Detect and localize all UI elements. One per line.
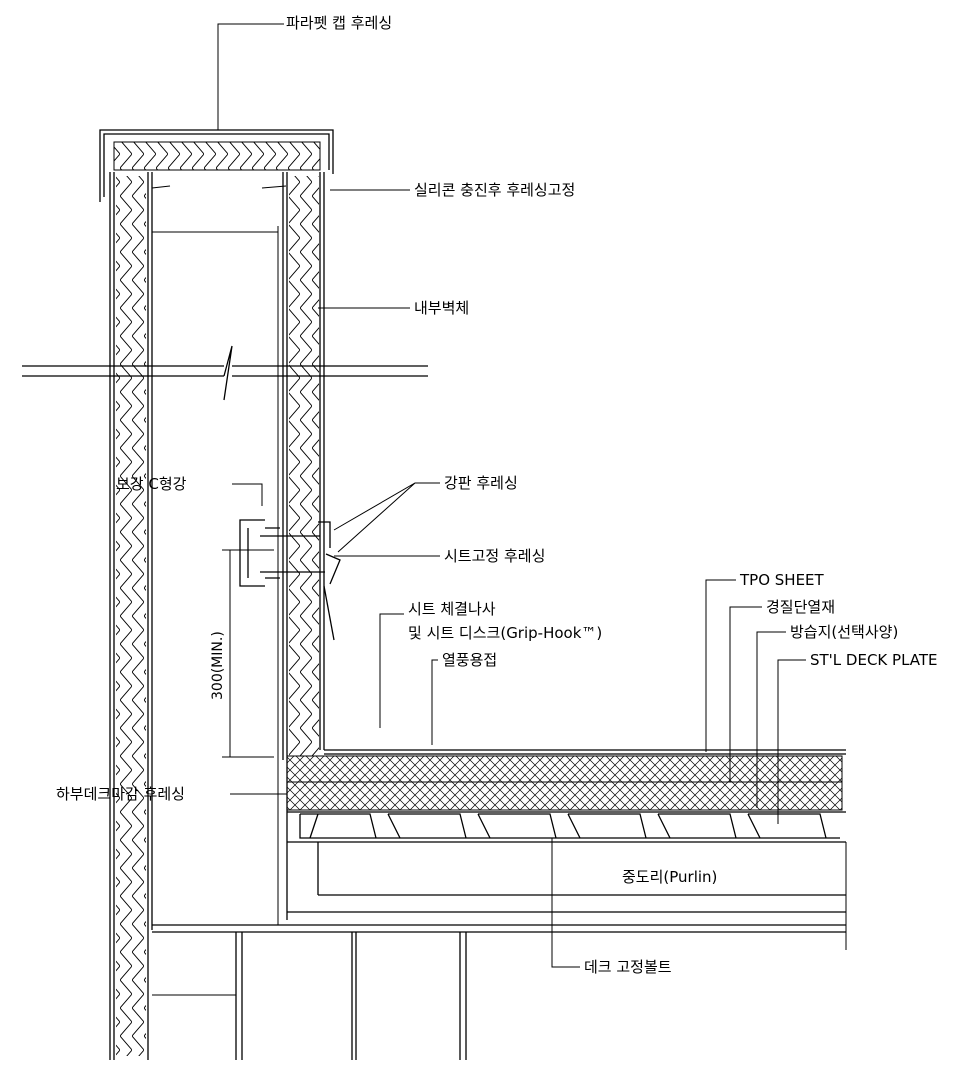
label-rigid-insulation: 경질단열재 (766, 598, 835, 616)
label-inner-wall: 내부벽체 (414, 299, 469, 317)
label-tpo-sheet: TPO SHEET (739, 571, 825, 589)
purlin-structure (152, 841, 847, 1060)
parapet-cap (99, 129, 334, 202)
label-deck-plate: ST'L DECK PLATE (810, 651, 938, 669)
label-hot-air-welding: 열풍용접 (442, 651, 497, 669)
leader-lines (217, 23, 806, 968)
inner-wall-panel (152, 172, 325, 925)
label-silicone-flashing-fix: 실리콘 충진후 후레싱고정 (414, 181, 575, 199)
label-parapet-cap-flashing: 파라펫 캡 후레싱 (286, 14, 392, 32)
label-steel-plate-flashing: 강판 후레싱 (444, 474, 518, 492)
exterior-wall (109, 172, 171, 1060)
label-sheet-screw-line1: 시트 체결나사 (408, 600, 496, 618)
dimension-300min: 300(MIN.) (210, 549, 274, 758)
label-vapor-barrier: 방습지(선택사양) (790, 623, 898, 641)
c-channel-assembly (239, 519, 341, 641)
annotation-labels: 파라펫 캡 후레싱 실리콘 충진후 후레싱고정 내부벽체 보강 C형강 강판 후… (56, 14, 938, 976)
deck-plate (299, 813, 840, 839)
label-sheet-screw-line2: 및 시트 디스크(Grip-Hook™) (408, 624, 602, 642)
label-deck-bolt: 데크 고정볼트 (584, 958, 672, 976)
break-line (22, 345, 428, 401)
label-sheet-fixing-flashing: 시트고정 후레싱 (444, 547, 545, 565)
dimension-label: 300(MIN.) (210, 631, 226, 700)
label-reinforcing-c-channel: 보강 C형강 (116, 475, 187, 493)
roof-buildup (286, 749, 846, 813)
label-lower-deck-flashing: 하부데크마감 후레싱 (56, 785, 185, 803)
label-purlin: 중도리(Purlin) (622, 868, 717, 886)
